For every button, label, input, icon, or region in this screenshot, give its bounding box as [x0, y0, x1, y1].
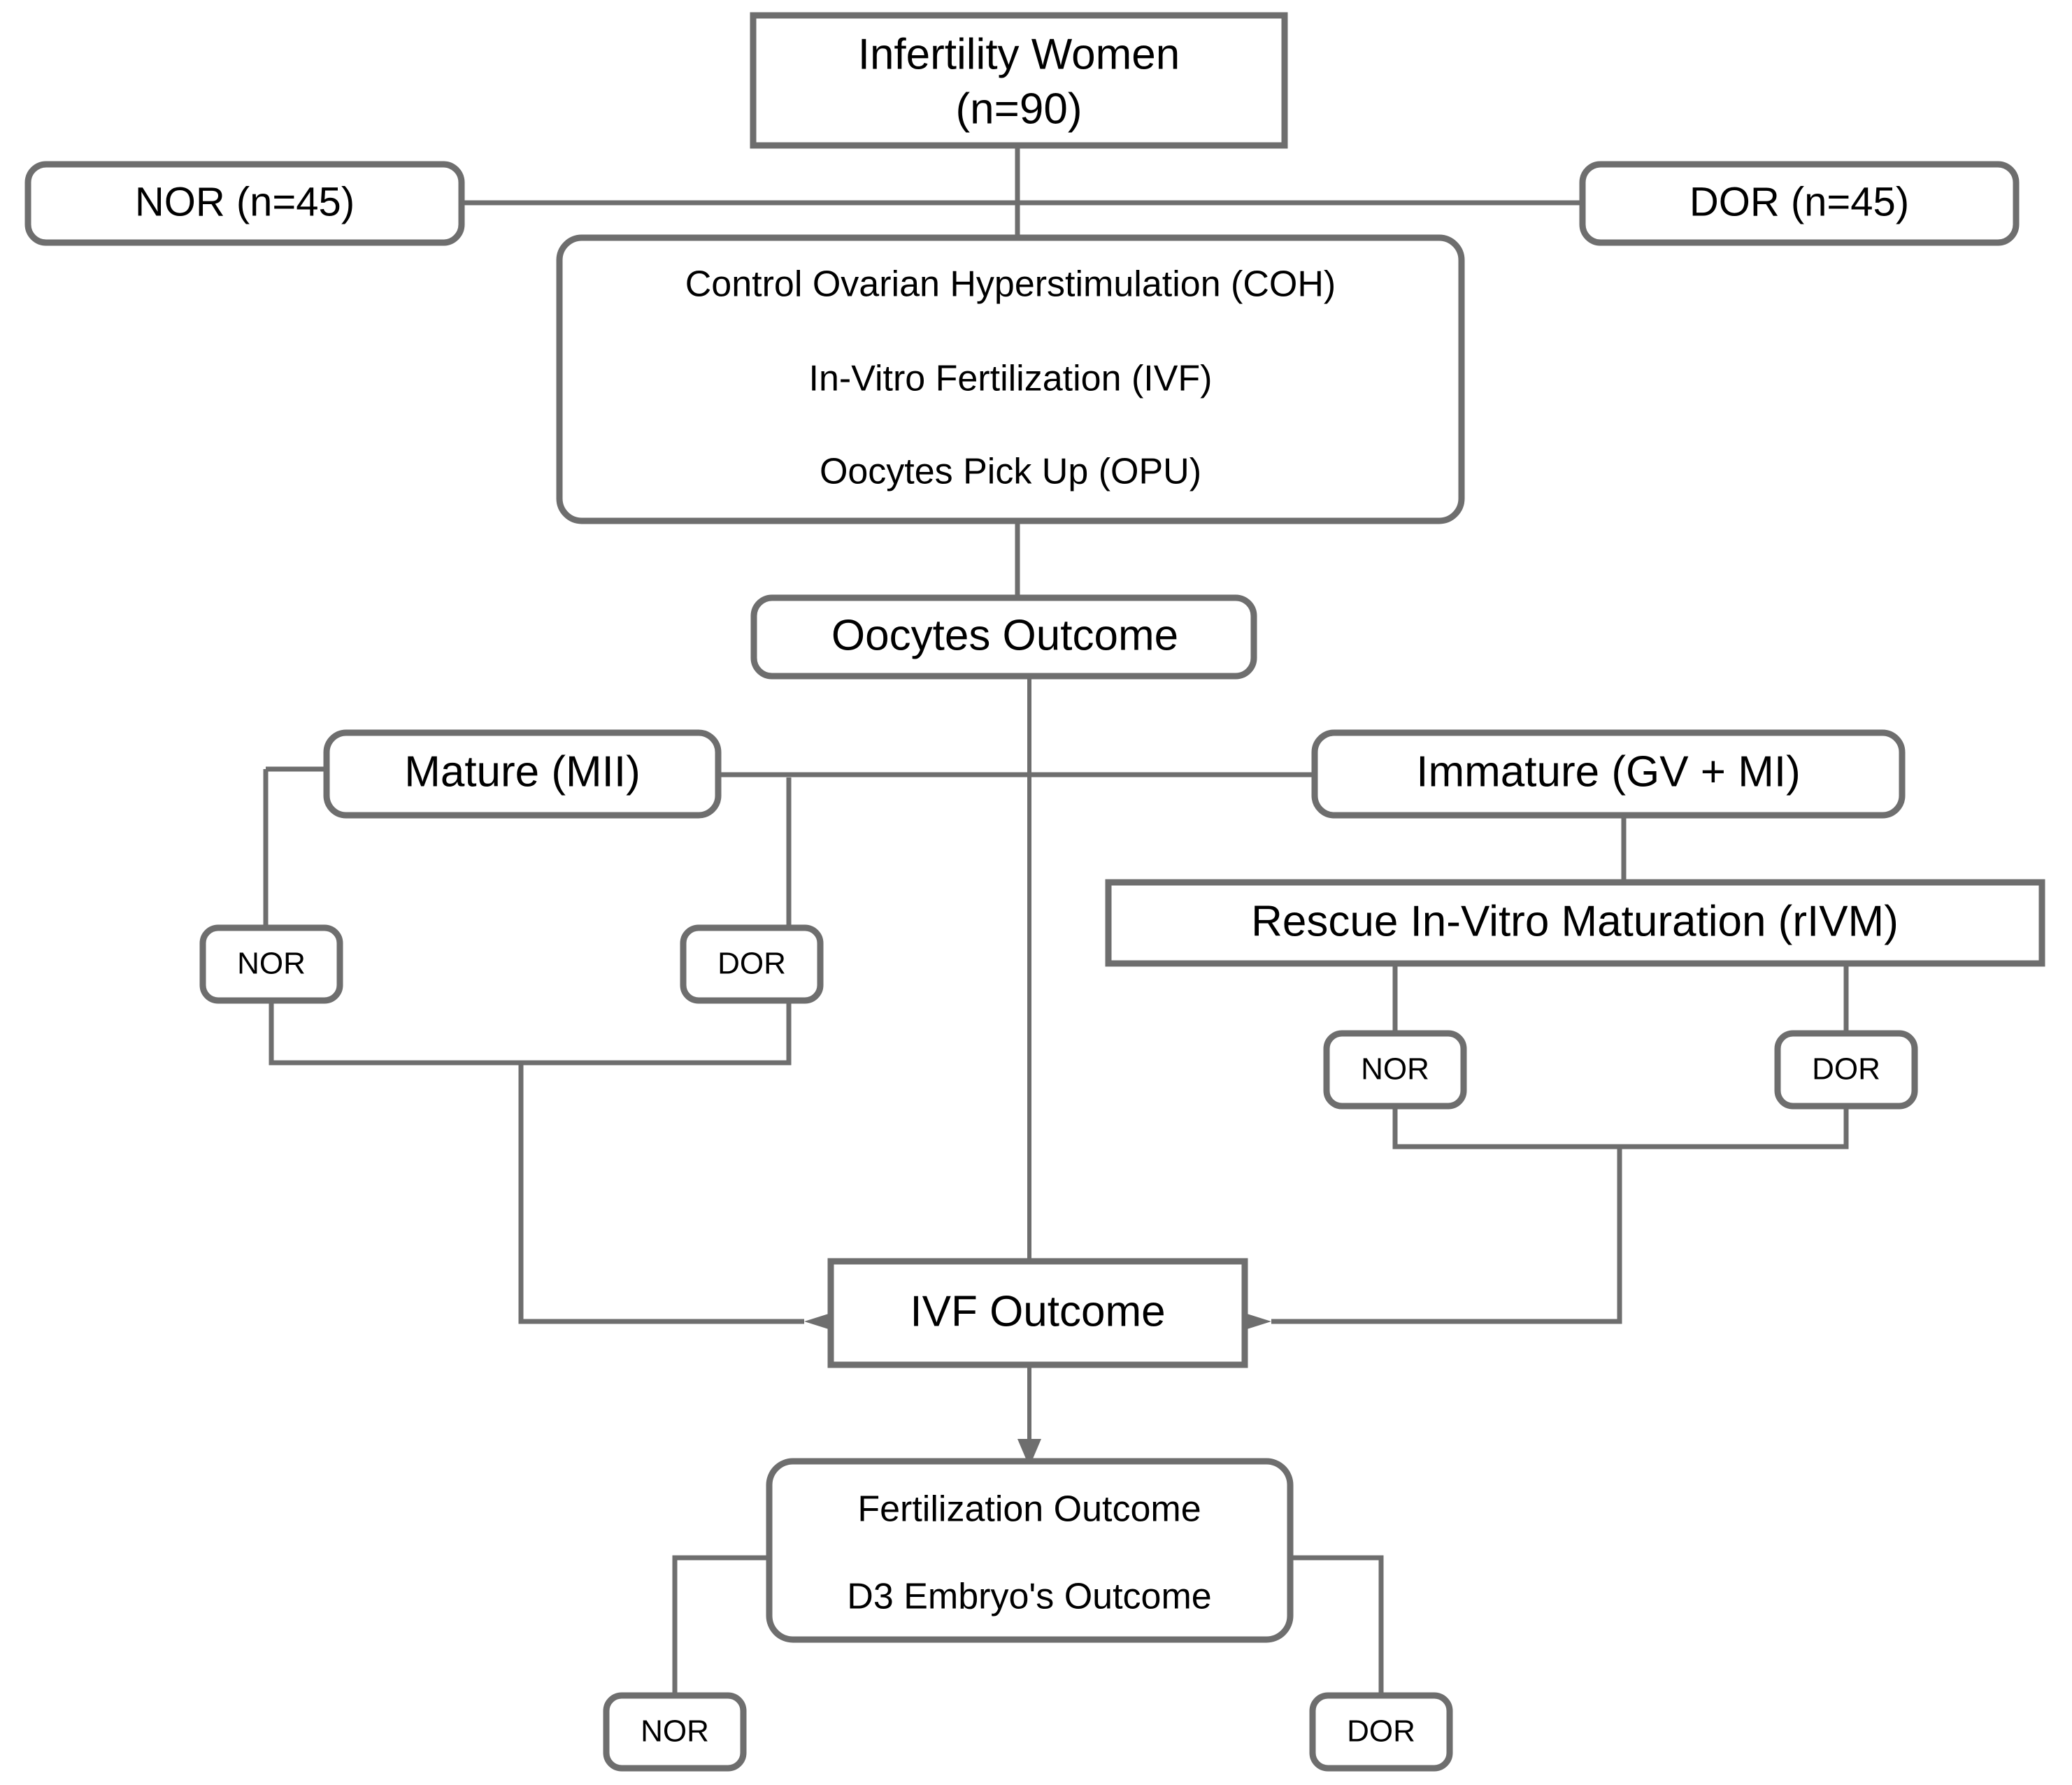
node-dor-group[interactable]: DOR (n=45) [1579, 161, 2020, 246]
connector-mature-join [269, 1000, 792, 1066]
node-rivm-dor-box [1774, 1030, 1918, 1110]
node-fert-dor-box [1309, 1692, 1453, 1772]
node-infertility-women-line2: (n=90) [956, 85, 1083, 133]
node-immature-label: Immature (GV + MI) [1416, 747, 1800, 796]
node-fert-nor[interactable]: NOR [603, 1692, 747, 1772]
arrowhead-mature-to-ivf [804, 1313, 831, 1330]
node-ivf-outcome-label: IVF Outcome [910, 1287, 1165, 1335]
node-procedures-line3: Oocytes Pick Up (OPU) [820, 452, 1201, 492]
node-fert-nor-box [603, 1692, 747, 1772]
node-dor-group-label: DOR (n=45) [1689, 179, 1909, 224]
node-mature-dor-label: DOR [717, 947, 786, 981]
arrowhead-ivf-to-fertilization [1017, 1439, 1041, 1467]
node-immature[interactable]: Immature (GV + MI) [1311, 729, 1906, 819]
node-dor-group-box [1579, 161, 2020, 246]
connector-rivm-join [1392, 1105, 1849, 1149]
node-mature-label: Mature (MII) [404, 747, 641, 796]
node-rivm-nor-label: NOR [1361, 1052, 1429, 1087]
node-fertilization[interactable]: Fertilization Outcome D3 Embryo's Outcom… [766, 1458, 1294, 1643]
node-nor-group-box [24, 161, 465, 246]
node-infertility-women[interactable]: Infertility Women (n=90) [750, 12, 1288, 149]
node-mature[interactable]: Mature (MII) [323, 729, 722, 819]
connector-fert-dor [1290, 1555, 1384, 1696]
connector-mature-to-ivf [518, 1063, 804, 1324]
node-rivm-label: Rescue In-Vitro Maturation (rIVM) [1251, 897, 1899, 945]
connector-fert-nor [672, 1555, 769, 1696]
node-procedures-line2: In-Vitro Fertilization (IVF) [809, 359, 1213, 399]
node-fert-dor[interactable]: DOR [1309, 1692, 1453, 1772]
node-rivm-box [1105, 879, 2045, 967]
node-fertilization-line1: Fertilization Outcome [857, 1489, 1201, 1530]
node-immature-box [1311, 729, 1906, 819]
node-rivm-nor[interactable]: NOR [1323, 1030, 1467, 1110]
node-mature-nor-label: NOR [237, 947, 306, 981]
node-oocytes-outcome-box [750, 594, 1257, 680]
node-nor-group-label: NOR (n=45) [135, 179, 355, 224]
arrowhead-rivm-to-ivf [1245, 1313, 1271, 1330]
node-ivf-outcome-box [827, 1258, 1248, 1368]
node-oocytes-outcome[interactable]: Oocytes Outcome [750, 594, 1257, 680]
node-rivm[interactable]: Rescue In-Vitro Maturation (rIVM) [1105, 879, 2045, 967]
node-fert-dor-label: DOR [1347, 1714, 1415, 1749]
node-fertilization-line2: D3 Embryo's Outcome [847, 1577, 1211, 1617]
node-ivf-outcome[interactable]: IVF Outcome [827, 1258, 1248, 1368]
node-mature-dor[interactable]: DOR [680, 924, 824, 1004]
node-oocytes-outcome-label: Oocytes Outcome [831, 611, 1178, 659]
node-procedures-box [556, 234, 1465, 524]
node-procedures-line1: Control Ovarian Hyperstimulation (COH) [685, 264, 1336, 305]
node-mature-dor-box [680, 924, 824, 1004]
connector-rivm-to-ivf [1271, 1147, 1622, 1324]
node-fertilization-box [766, 1458, 1294, 1643]
node-fert-nor-label: NOR [641, 1714, 709, 1749]
node-nor-group[interactable]: NOR (n=45) [24, 161, 465, 246]
node-procedures[interactable]: Control Ovarian Hyperstimulation (COH) I… [556, 234, 1465, 524]
node-infertility-women-box [750, 12, 1288, 149]
node-mature-nor-box [199, 924, 343, 1004]
node-infertility-women-line1: Infertility Women [858, 30, 1180, 78]
node-rivm-dor[interactable]: DOR [1774, 1030, 1918, 1110]
node-rivm-dor-label: DOR [1812, 1052, 1880, 1087]
node-mature-box [323, 729, 722, 819]
node-mature-nor[interactable]: NOR [199, 924, 343, 1004]
node-rivm-nor-box [1323, 1030, 1467, 1110]
